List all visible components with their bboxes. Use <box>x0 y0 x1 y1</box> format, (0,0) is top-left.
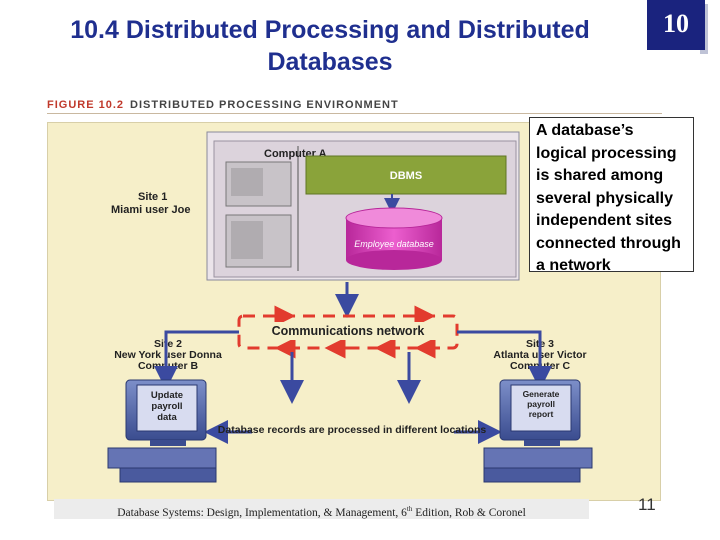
callout-box: A database’s logical processing is share… <box>529 117 694 274</box>
figure-caption: FIGURE 10.2 DISTRIBUTED PROCESSING ENVIRO… <box>47 99 399 111</box>
slide-title: 10.4 Distributed Processing and Distribu… <box>20 14 640 78</box>
title-line-2: Databases <box>267 48 393 76</box>
figure-rule <box>47 113 662 114</box>
site1-label: Site 1 <box>138 191 167 203</box>
network-label-bg <box>252 322 444 340</box>
footer-tail: Edition, Rob & Coronel <box>412 506 526 519</box>
footer-sup: th <box>406 505 413 513</box>
figure-caption-text: DISTRIBUTED PROCESSING ENVIRONMENT <box>130 99 399 111</box>
network-label: Communications network <box>272 324 425 338</box>
title-line-1: 10.4 Distributed Processing and Distribu… <box>70 16 590 44</box>
connector-arrows <box>154 330 552 444</box>
screen-c-line3: report <box>529 409 554 419</box>
site2-label: Site 2 <box>154 338 182 350</box>
figure-number: FIGURE 10.2 <box>47 99 125 111</box>
screen-c-line1: Generate <box>523 389 560 399</box>
screen-b-line1: Update <box>151 390 183 401</box>
database-cylinder-icon <box>345 207 443 270</box>
dbms-label: DBMS <box>390 170 422 182</box>
page-number: 11 <box>638 495 656 514</box>
site2-user-label: New York user Donna <box>114 349 222 361</box>
site1-user-label: Miami user Joe <box>111 204 190 216</box>
dbms-block <box>305 155 507 195</box>
employee-db-label: Employee database <box>354 239 434 249</box>
footer-main: Database Systems: Design, Implementation… <box>117 506 407 519</box>
computer-b-icon <box>107 379 217 483</box>
slide-footer: Database Systems: Design, Implementation… <box>54 499 589 519</box>
screen-c-line2: payroll <box>527 399 555 409</box>
chapter-badge: 10 <box>647 0 705 50</box>
network-arrows <box>270 305 440 359</box>
screen-b-line3: data <box>157 412 177 423</box>
computer-c-icon <box>483 379 593 483</box>
records-note: Database records are processed in differ… <box>218 424 487 436</box>
computer-b-label: Computer B <box>138 360 199 372</box>
screen-b-line2: payroll <box>151 401 182 412</box>
